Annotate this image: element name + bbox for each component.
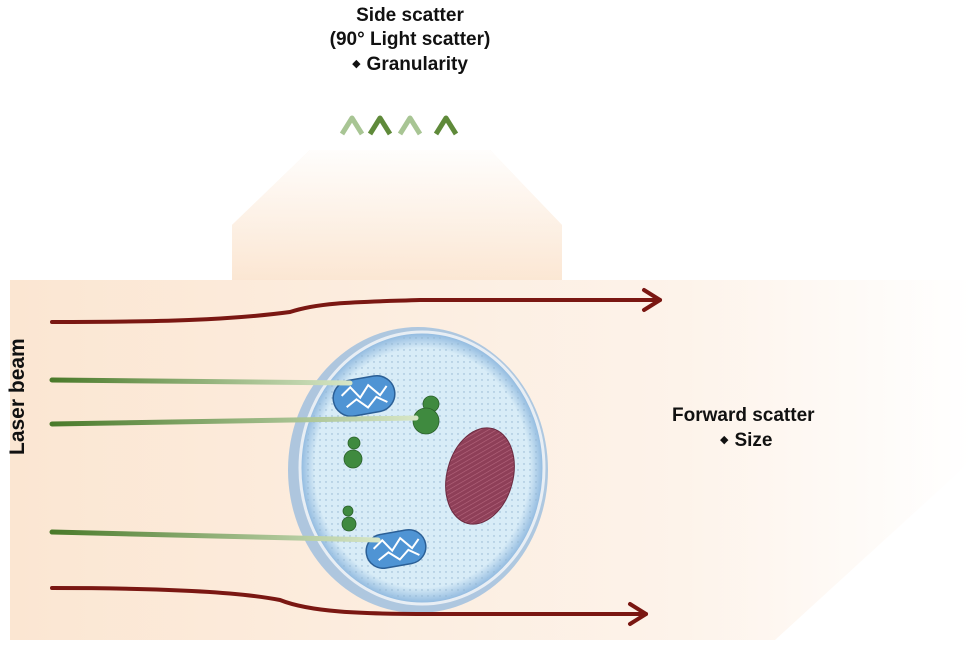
side-scatter-arrows [339,115,459,540]
top-panel [232,150,562,280]
forward-scatter-title: Forward scatter [672,405,815,426]
flow-arrows [50,288,662,626]
laser-beams [49,377,449,543]
laser-beam-label: Laser beam [6,338,29,455]
granules [341,395,440,532]
diamond-bullet-icon: ◆ [352,58,361,70]
forward-scatter-label: Forward scatter ◆ Size [672,404,815,453]
side-scatter-subtitle: (90° Light scatter) [329,29,491,50]
granularity-text: Granularity [366,54,468,75]
side-scatter-title: Side scatter [356,5,464,26]
side-scatter-granularity: ◆ Granularity [0,52,820,77]
forward-scatter-size: ◆ Size [672,428,815,453]
diamond-bullet-icon: ◆ [720,434,729,446]
size-text: Size [734,430,773,451]
side-scatter-label: Side scatter (90° Light scatter) ◆ Granul… [0,4,820,77]
